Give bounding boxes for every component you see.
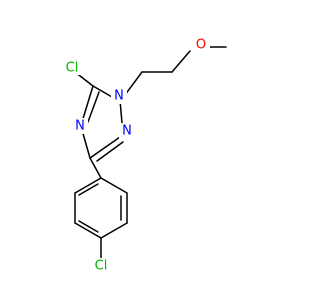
atom-label-n4: N	[75, 119, 85, 134]
label-bg-o	[192, 36, 210, 54]
bond-ph-1	[100, 177, 128, 194]
bond-c3-phenyl	[89, 157, 102, 179]
bond-ch2-o	[171, 50, 191, 73]
bond-n4-c3	[81, 129, 91, 159]
label-bg-cl-top	[59, 61, 83, 75]
bond-ph-3	[100, 222, 128, 239]
molecule-structure: Cl N N N O Cl	[59, 36, 227, 274]
bond-c5-n1	[92, 85, 113, 98]
label-bg-n2	[119, 123, 135, 139]
label-bg-cl-bottom	[89, 258, 113, 274]
label-bg-n4	[72, 118, 88, 134]
atom-label-cl-top: Cl	[66, 61, 79, 76]
bond-n1-ch2	[124, 71, 143, 96]
bond-c3-n2	[89, 136, 121, 159]
bond-c5-n4-double	[87, 91, 100, 123]
bond-ph-6	[74, 177, 102, 194]
bond-ph-inner-3	[78, 183, 99, 196]
label-bg-n1	[111, 88, 127, 104]
bond-c3-n2-double	[96, 141, 124, 162]
bond-c5-n4	[81, 85, 94, 123]
atom-label-o: O	[196, 38, 206, 53]
atom-label-cl-bottom: Cl	[95, 259, 108, 274]
bond-ph-4	[74, 222, 102, 239]
atom-label-n1: N	[114, 89, 124, 104]
bond-ph-inner-2	[78, 220, 99, 233]
atom-label-n2: N	[122, 124, 132, 139]
